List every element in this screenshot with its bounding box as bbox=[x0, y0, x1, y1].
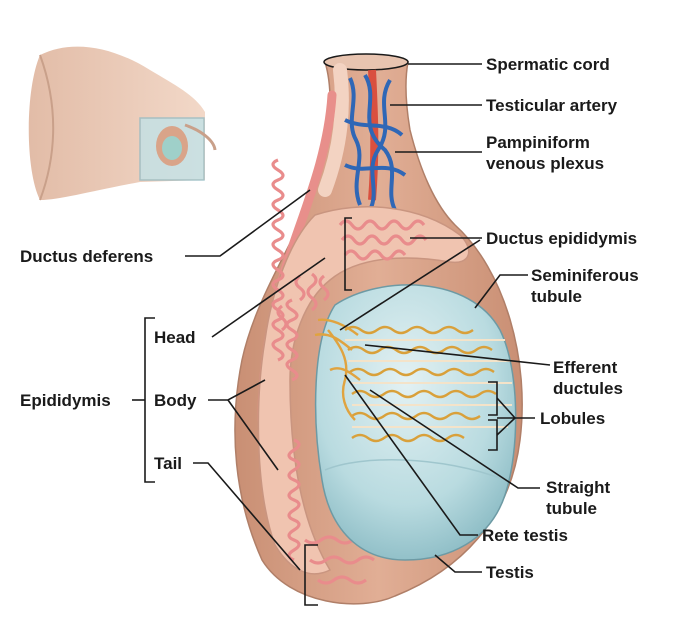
label-ductus-epididymis: Ductus epididymis bbox=[486, 229, 638, 248]
label-straight-line1: Straight bbox=[546, 478, 611, 497]
label-testicular-artery: Testicular artery bbox=[486, 96, 618, 115]
label-pampiniform-line2: venous plexus bbox=[486, 154, 605, 173]
label-efferent-line2: ductules bbox=[553, 379, 623, 398]
label-testis: Testis bbox=[486, 563, 534, 582]
rete-testis-network bbox=[314, 318, 361, 421]
label-head: Head bbox=[154, 328, 196, 347]
label-lobules: Lobules bbox=[540, 409, 606, 428]
leader-lines bbox=[132, 63, 551, 573]
label-spermatic-cord: Spermatic cord bbox=[486, 55, 610, 74]
label-straight-tubule: Straight tubule bbox=[546, 477, 610, 519]
label-pampiniform-line1: Pampiniform bbox=[486, 133, 590, 152]
label-rete-testis: Rete testis bbox=[482, 526, 568, 545]
lobule-septa bbox=[345, 339, 512, 428]
label-epididymis: Epididymis bbox=[20, 391, 111, 410]
label-pampiniform-venous-plexus: Pampiniform venous plexus bbox=[486, 132, 604, 174]
testis-shading bbox=[324, 459, 506, 481]
label-efferent-ductules: Efferent ductules bbox=[553, 357, 623, 399]
label-tail: Tail bbox=[154, 454, 183, 473]
label-efferent-line1: Efferent bbox=[553, 358, 618, 377]
inset-body-figure bbox=[28, 46, 217, 201]
label-seminiferous-line1: Seminiferous bbox=[531, 266, 639, 285]
label-body: Body bbox=[154, 391, 197, 410]
label-seminiferous-line2: tubule bbox=[531, 287, 582, 306]
pampiniform-plexus-veins bbox=[344, 73, 407, 211]
label-ductus-deferens: Ductus deferens bbox=[20, 247, 154, 266]
seminiferous-tubules bbox=[344, 325, 497, 443]
label-seminiferous-tubule: Seminiferous tubule bbox=[531, 265, 639, 307]
label-straight-line2: tubule bbox=[546, 499, 597, 518]
